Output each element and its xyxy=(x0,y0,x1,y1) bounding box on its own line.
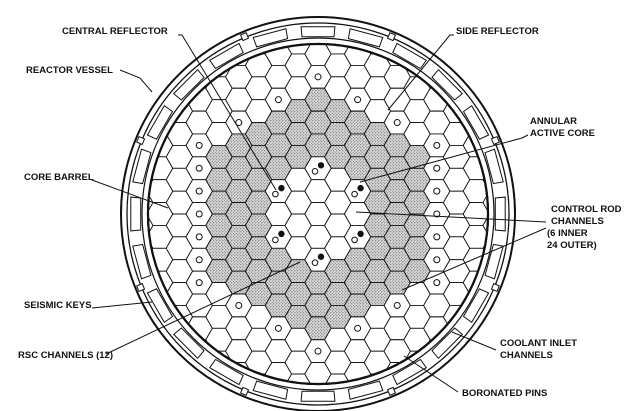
coolant-channel xyxy=(146,288,174,324)
coolant-channel xyxy=(462,104,490,140)
outer-control-rod-channel xyxy=(433,233,441,241)
seismic-key xyxy=(239,32,250,42)
outer-control-rod-channel xyxy=(195,256,203,264)
seismic-key xyxy=(136,135,146,146)
coolant-channel xyxy=(172,68,205,101)
reactor-vessel-inner-ring xyxy=(126,22,510,406)
outer-control-rod-channel xyxy=(235,301,243,309)
coolant-channel xyxy=(208,358,244,386)
coolant-channel xyxy=(130,196,142,232)
label-coolant-inlet-1: COOLANT INLET xyxy=(500,338,577,349)
leader-lines xyxy=(91,34,547,393)
coolant-channel xyxy=(300,390,336,402)
outer-control-rod-channel xyxy=(354,96,362,104)
rsc-channel xyxy=(317,162,325,169)
label-central-reflector: CENTRAL REFLECTOR xyxy=(62,26,168,37)
reactor-vessel-outer-ring xyxy=(120,16,516,411)
rsc-channel xyxy=(357,230,364,238)
rsc-channel xyxy=(357,184,364,192)
label-annular-active-core-1: ANNULAR xyxy=(530,116,577,127)
label-seismic-keys: SEISMIC KEYS xyxy=(24,300,92,311)
outer-control-rod-channel xyxy=(314,347,322,355)
coolant-channel xyxy=(300,26,336,38)
coolant-channel xyxy=(132,243,152,280)
coolant-channel xyxy=(252,28,289,48)
seismic-key xyxy=(386,32,397,42)
label-rsc-channels: RSC CHANNELS (12) xyxy=(18,350,113,361)
rsc-channel xyxy=(278,230,285,238)
outer-control-rod-channel xyxy=(433,256,441,264)
coolant-channel xyxy=(484,243,504,280)
label-core-barrel: CORE BARREL xyxy=(24,172,94,183)
label-control-rod-4: 24 OUTER) xyxy=(547,240,597,251)
coolant-channel xyxy=(431,327,464,360)
outer-control-rod-channel xyxy=(393,119,401,127)
seismic-key xyxy=(239,386,250,396)
label-control-rod-2: CHANNELS xyxy=(551,216,604,227)
label-boronated-pins: BORONATED PINS xyxy=(462,388,547,399)
inner-control-rod-channel xyxy=(311,259,319,267)
label-control-rod-3: (6 INNER xyxy=(547,228,588,239)
outer-control-rod-channel xyxy=(433,210,441,218)
inner-control-rod-channel xyxy=(351,190,358,198)
outer-control-rod-channel xyxy=(433,187,441,195)
seismic-key xyxy=(490,282,500,293)
coolant-channel xyxy=(347,28,384,48)
coolant-channel xyxy=(484,148,504,185)
coolant-channel xyxy=(252,380,289,400)
coolant-channel xyxy=(146,104,174,140)
rsc-channel xyxy=(317,253,325,260)
inner-control-rod-channel xyxy=(311,167,319,175)
reflector-block xyxy=(482,167,488,192)
reflector-block xyxy=(482,213,488,238)
coolant-channel xyxy=(392,358,428,386)
outer-control-rod-channel xyxy=(235,119,243,127)
reflector-block xyxy=(482,190,488,215)
outer-control-rod-channel xyxy=(195,210,203,218)
outer-control-rod-channel xyxy=(274,324,282,332)
seismic-key xyxy=(386,386,397,396)
label-coolant-inlet-2: CHANNELS xyxy=(500,350,553,361)
outer-control-rod-channel xyxy=(433,164,441,172)
seismic-key xyxy=(136,282,146,293)
coolant-channel xyxy=(462,288,490,324)
outer-control-rod-channel xyxy=(274,96,282,104)
coolant-channel xyxy=(494,196,506,232)
outer-control-rod-channel xyxy=(195,187,203,195)
coolant-channel xyxy=(392,42,428,70)
coolant-channel xyxy=(347,380,384,400)
outer-control-rod-channel xyxy=(195,141,203,149)
coolant-inlet-channels xyxy=(130,26,506,402)
inner-control-rod-channel xyxy=(351,236,358,244)
outer-control-rod-channel xyxy=(195,233,203,241)
outer-control-rod-channel xyxy=(354,324,362,332)
coolant-channel xyxy=(132,148,152,185)
label-reactor-vessel: REACTOR VESSEL xyxy=(26,65,113,76)
rsc-channel xyxy=(278,184,285,192)
label-annular-active-core-2: ACTIVE CORE xyxy=(530,128,595,139)
outer-control-rod-channel xyxy=(393,301,401,309)
coolant-channel xyxy=(208,42,244,70)
label-side-reflector: SIDE REFLECTOR xyxy=(456,26,539,37)
outer-control-rod-channel xyxy=(195,164,203,172)
outer-control-rod-channel xyxy=(195,279,203,287)
hex-block-grid xyxy=(148,44,488,384)
outer-control-rod-channel xyxy=(433,279,441,287)
inner-control-rod-channel xyxy=(272,236,279,244)
core-barrel-ring xyxy=(141,37,495,391)
reflector-block xyxy=(482,236,488,261)
seismic-key xyxy=(490,135,500,146)
outer-control-rod-channel xyxy=(314,73,322,81)
coolant-channel xyxy=(431,68,464,101)
label-control-rod-1: CONTROL ROD xyxy=(551,204,622,215)
coolant-channel xyxy=(172,327,205,360)
inner-control-rod-channel xyxy=(272,190,279,198)
outer-control-rod-channel xyxy=(433,141,441,149)
